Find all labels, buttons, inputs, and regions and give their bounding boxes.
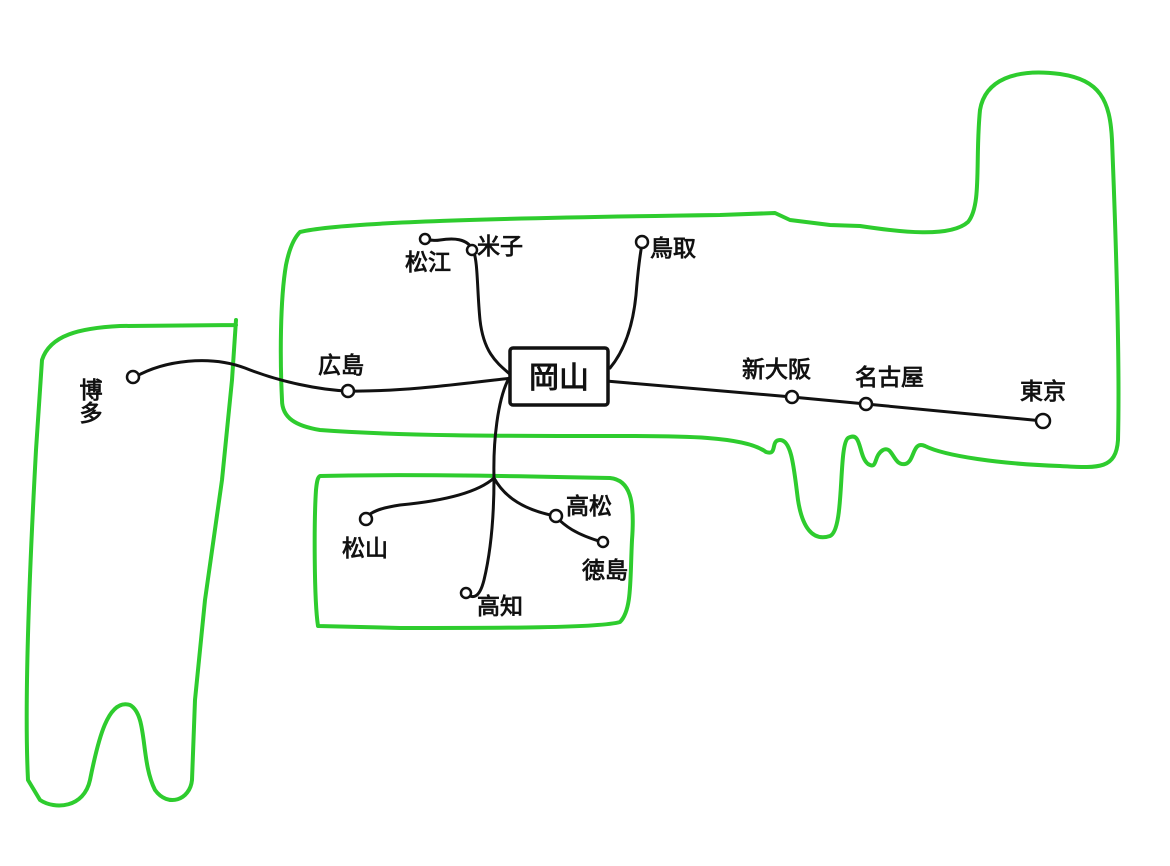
shikoku-outline: [312, 473, 635, 630]
station-marker-tottori[interactable]: [634, 234, 650, 250]
station-label-matsue: 松江: [405, 250, 451, 276]
route-yonago-matsue: [423, 237, 475, 252]
station-label-tottori: 鳥取: [650, 235, 696, 262]
station-label-matsuyama: 松山: [342, 536, 388, 562]
route-to-kochi: [464, 476, 496, 599]
station-marker-yonago[interactable]: [465, 243, 479, 257]
station-marker-nagoya[interactable]: [858, 396, 874, 412]
route-to-matsuyama: [364, 476, 496, 520]
station-marker-hakata[interactable]: [125, 369, 141, 385]
station-label-hiroshima: 広島: [318, 352, 364, 379]
station-label-tokyo: 東京: [1020, 378, 1066, 405]
route-okayama-tokyo: [604, 379, 1045, 423]
station-marker-matsuyama[interactable]: [358, 511, 374, 527]
station-marker-kochi[interactable]: [459, 586, 473, 600]
station-labels: 博多 広島 松江 米子 鳥取 新大阪 名古屋 東京 松山 高知 高松 徳島: [75, 234, 1066, 620]
station-label-takamatsu: 高松: [566, 493, 612, 520]
hub-label: 岡山: [529, 361, 589, 396]
hub-okayama[interactable]: 岡山: [508, 346, 610, 407]
hub-box[interactable]: [508, 346, 610, 407]
station-label-tokushima: 徳島: [581, 557, 628, 584]
station-label-kochi: 高知: [477, 593, 523, 620]
station-label-nagoya: 名古屋: [855, 364, 924, 391]
station-label-shin-osaka: 新大阪: [742, 356, 811, 383]
route-okayama-tottori: [608, 242, 644, 370]
honshu-outline: [278, 70, 1121, 540]
station-marker-shin-osaka[interactable]: [784, 389, 800, 405]
station-marker-tokyo[interactable]: [1034, 412, 1052, 430]
station-marker-hiroshima[interactable]: [340, 383, 356, 399]
station-marker-tokushima[interactable]: [596, 535, 610, 549]
station-marker-matsue[interactable]: [418, 232, 432, 246]
kyushu-outline: [24, 318, 238, 808]
station-marker-takamatsu[interactable]: [548, 508, 564, 524]
station-markers: [125, 232, 1052, 600]
rail-routes: [133, 237, 1045, 599]
station-label-yonago: 米子: [477, 234, 523, 260]
route-hakata-okayama: [133, 359, 514, 393]
route-okayama-shikoku-trunk: [492, 378, 510, 480]
route-okayama-yonago: [471, 248, 514, 378]
land-outlines: [24, 70, 1121, 808]
station-label-hakata: 博多: [75, 377, 103, 425]
route-to-takamatsu: [492, 476, 557, 518]
